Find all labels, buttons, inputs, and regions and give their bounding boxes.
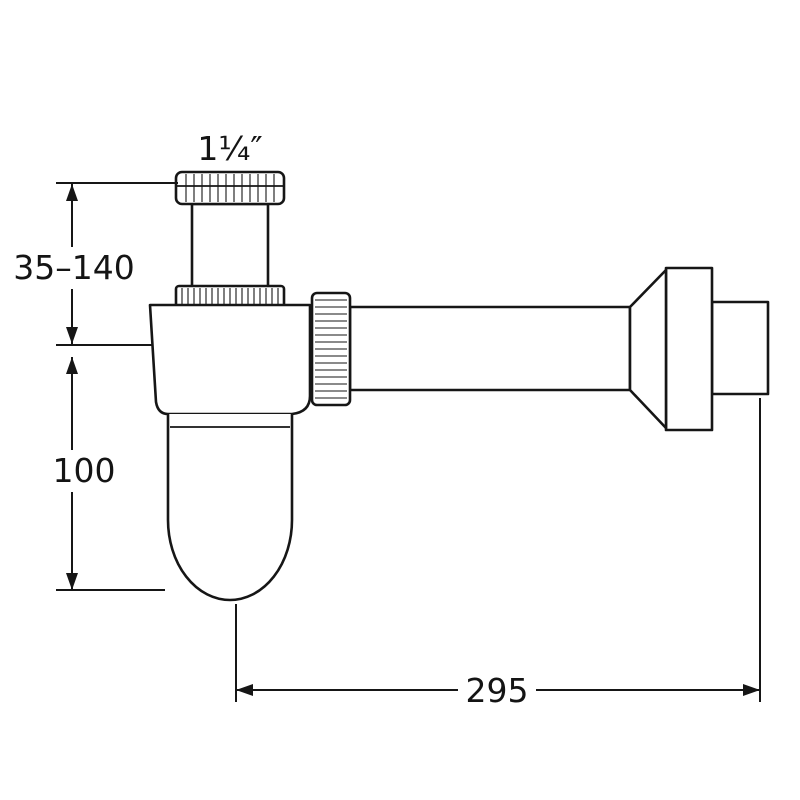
wall-cone: [628, 268, 668, 430]
dimension-label-cup-depth: 100: [53, 451, 116, 490]
dimension-label-inlet-height: 35–140: [13, 248, 134, 287]
trap-body: [148, 303, 312, 416]
label-inlet-size: 1¼″: [197, 129, 262, 168]
trap-cup: [166, 414, 294, 602]
inlet-top-nut: [174, 170, 286, 206]
dimension-overall-length: 295: [235, 398, 761, 710]
pipe-union-nut-knurling: [315, 299, 347, 399]
dimension-inlet-height: 35–140: [13, 182, 178, 346]
pipe-union-nut: [310, 291, 352, 407]
arrow-down-icon: [66, 573, 78, 590]
inlet-size-text: 1¼″: [197, 129, 262, 168]
arrow-up-icon: [66, 357, 78, 374]
dimension-cup-depth: 100: [46, 357, 165, 591]
arrow-up-icon: [66, 184, 78, 201]
inlet-top-nut-knurling: [185, 174, 275, 202]
arrow-right-icon: [743, 684, 760, 696]
arrow-down-icon: [66, 327, 78, 344]
wall-rosette: [664, 266, 714, 432]
inlet-body-nut: [174, 284, 286, 309]
outlet-pipe: [348, 305, 632, 392]
wall-pipe: [710, 300, 770, 396]
dimension-label-overall-length: 295: [466, 671, 529, 710]
arrow-left-icon: [236, 684, 253, 696]
inlet-body-nut-knurling: [181, 288, 279, 305]
inlet-pipe: [190, 202, 270, 290]
